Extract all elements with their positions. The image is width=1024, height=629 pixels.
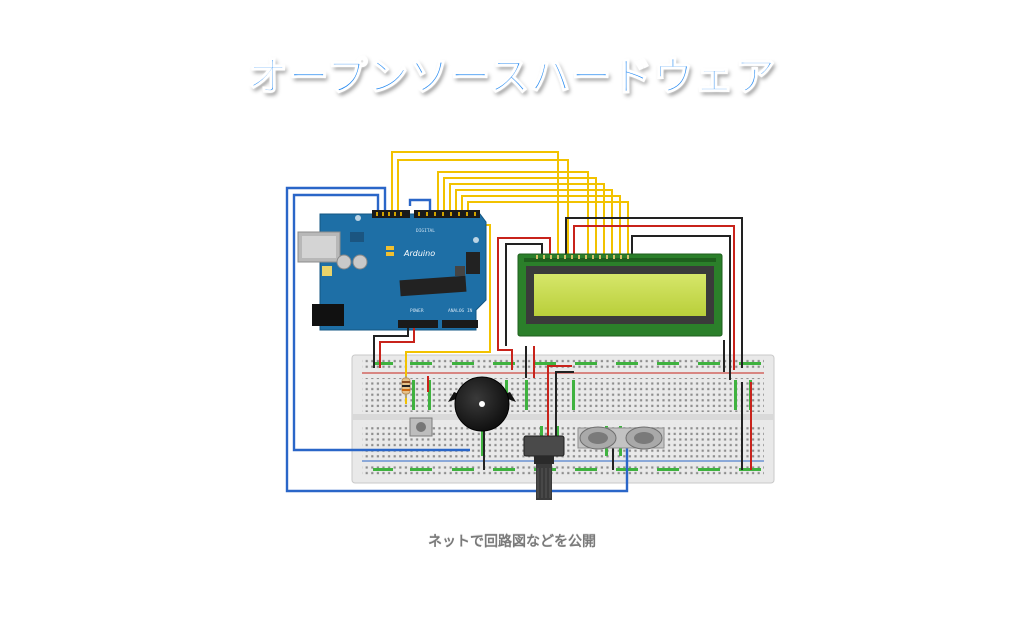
ultrasonic-sensor	[577, 426, 665, 450]
svg-text:DIGITAL: DIGITAL	[416, 228, 435, 234]
push-button	[409, 417, 433, 437]
arduino-logo-text: Arduino	[403, 249, 435, 258]
svg-text:POWER: POWER	[410, 308, 424, 314]
slide-caption: ネットで回路図などを公開	[428, 534, 596, 550]
resistor	[401, 376, 411, 398]
lcd-display	[517, 253, 723, 337]
arduino-board: Arduino DIGITAL POWER ANALOG IN	[297, 210, 487, 331]
potentiometer	[523, 435, 565, 500]
power-wires	[373, 217, 752, 470]
blue-wires	[285, 186, 629, 493]
piezo-buzzer	[448, 376, 516, 432]
slide-title: オープンソースハードウェア	[247, 53, 777, 101]
svg-text:ANALOG IN: ANALOG IN	[448, 308, 473, 314]
